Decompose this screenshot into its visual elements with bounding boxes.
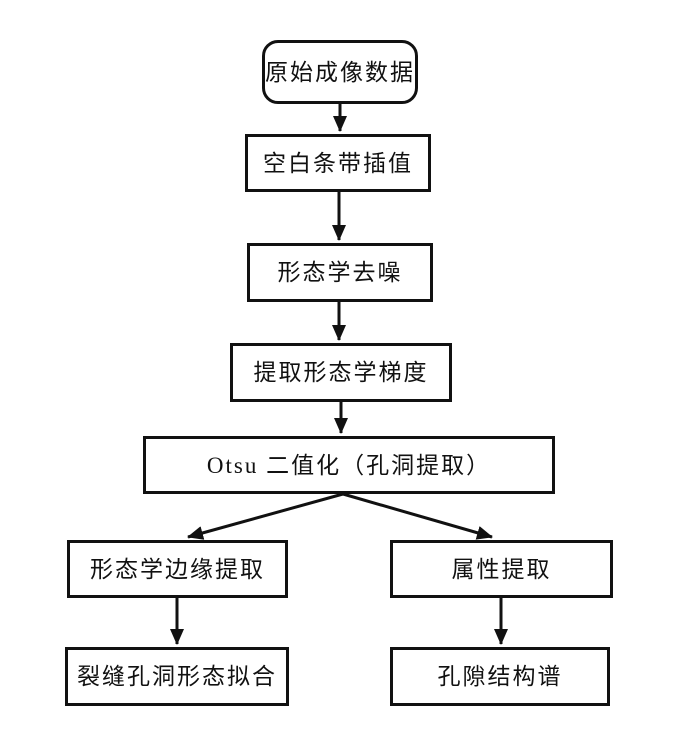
flow-node-attribute-extraction: 属性提取 — [390, 540, 613, 598]
flow-node-otsu-binarization: Otsu 二值化（孔洞提取） — [143, 436, 555, 494]
flow-node-pore-structure-spectrum: 孔隙结构谱 — [390, 647, 610, 706]
flow-node-morphological-denoising: 形态学去噪 — [247, 243, 433, 302]
flow-node-raw-imaging-data: 原始成像数据 — [262, 40, 418, 104]
edge-otsu-to-attribute — [342, 492, 493, 540]
flow-node-extract-morphological-gradient: 提取形态学梯度 — [230, 343, 452, 402]
flow-node-morphological-edge-extraction: 形态学边缘提取 — [67, 540, 288, 598]
flow-node-fracture-pore-shape-fitting: 裂缝孔洞形态拟合 — [65, 647, 289, 706]
edge-otsu-to-edge-extraction — [187, 492, 344, 540]
flow-node-blank-strip-interpolation: 空白条带插值 — [245, 134, 431, 192]
